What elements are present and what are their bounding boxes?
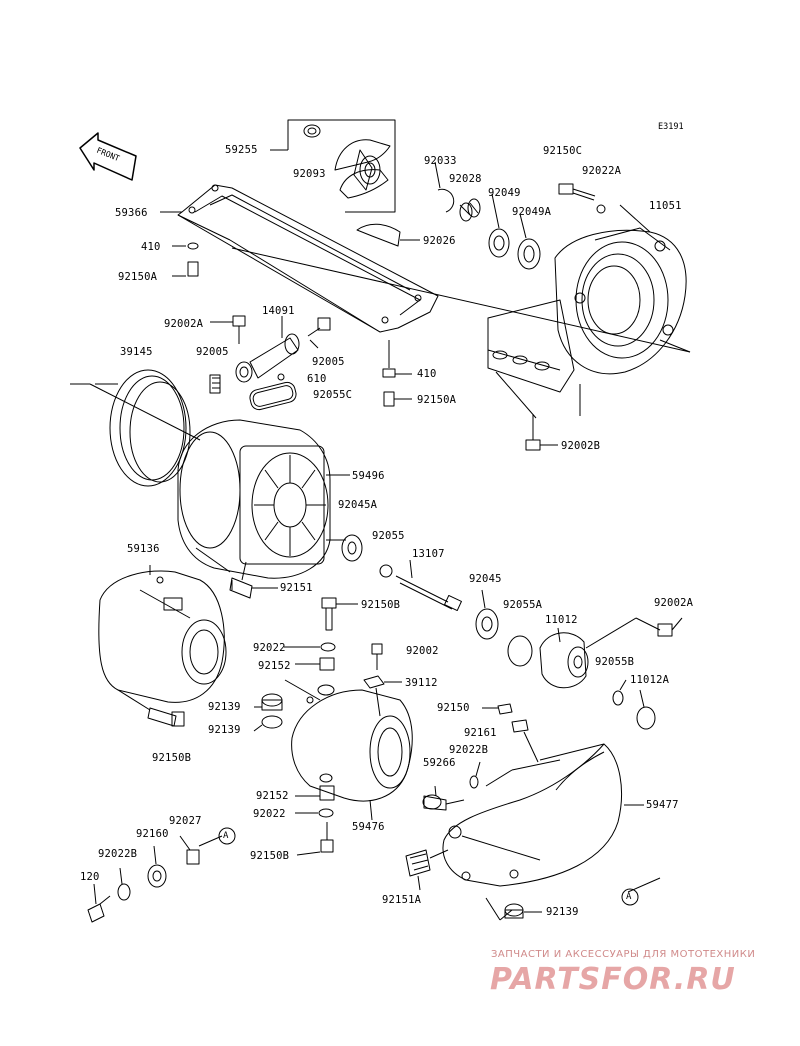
part-label: 92055B (595, 656, 635, 668)
part-label: 410 (417, 368, 437, 380)
part-label: 92026 (423, 235, 456, 247)
part-label: 59477 (646, 799, 679, 811)
nozzle-59136 (98, 565, 227, 711)
reference-marker-left: A (223, 831, 229, 841)
part-label: 59476 (352, 821, 385, 833)
part-label: 92049A (512, 206, 552, 218)
part-label: 92027 (169, 815, 202, 827)
part-label: 39112 (405, 677, 438, 689)
pump-housing-11051 (487, 204, 691, 419)
part-label: 92022A (582, 165, 622, 177)
part-label: 92139 (208, 724, 241, 736)
part-label: 59136 (127, 543, 160, 555)
steering-nozzle-59476 (284, 679, 413, 821)
pump-case-59496 (89, 383, 363, 590)
watermark-brand: PARTSFOR.RU (490, 962, 736, 997)
part-label: 92005 (312, 356, 345, 368)
part-label: 92150B (250, 850, 290, 862)
part-label: 92093 (293, 168, 326, 180)
bolt-92151 (229, 577, 278, 599)
part-label: 92022B (449, 744, 489, 756)
part-label: 92049 (488, 187, 521, 199)
part-label: 92055A (503, 599, 543, 611)
part-label: 59266 (423, 757, 456, 769)
part-label: 92152 (256, 790, 289, 802)
part-label: 59496 (352, 470, 385, 482)
diagram-code: E3191 (658, 122, 684, 132)
part-label: 92002A (164, 318, 204, 330)
part-label: 92022 (253, 642, 286, 654)
part-label: 92150B (361, 599, 401, 611)
part-label: 92028 (449, 173, 482, 185)
part-label: 14091 (262, 305, 295, 317)
part-label: 92150A (417, 394, 457, 406)
watermark-subtitle: ЗАПЧАСТИ И АКСЕССУАРЫ ДЛЯ МОТОТЕХНИКИ (491, 949, 756, 960)
lower-column (295, 773, 335, 856)
part-label: 92002B (561, 440, 601, 452)
bushing-92139-bottom (504, 903, 542, 919)
part-label: 59366 (115, 207, 148, 219)
ride-plate (160, 184, 691, 353)
part-label: 92151A (382, 894, 422, 906)
part-label: 92151 (280, 582, 313, 594)
part-label: 120 (80, 871, 100, 883)
bolt-92150c (558, 183, 606, 214)
part-label: 13107 (412, 548, 445, 560)
part-label: 92045 (469, 573, 502, 585)
part-label: 610 (307, 373, 327, 385)
bottom-left-parts (87, 835, 223, 923)
bracket-14091 (209, 316, 331, 411)
bushings-92139 (253, 693, 283, 732)
part-label: 92139 (546, 906, 579, 918)
part-label: 92022 (253, 808, 286, 820)
part-label: 92150B (152, 752, 192, 764)
part-label: 92055C (313, 389, 353, 401)
part-label: 11012A (630, 674, 670, 686)
part-label: 92152 (258, 660, 291, 672)
part-label: 59255 (225, 144, 258, 156)
right-nuts (382, 340, 412, 407)
clip-59266 (422, 703, 539, 811)
part-label: 92005 (196, 346, 229, 358)
bolt-92002a-top (210, 315, 246, 344)
part-label: 92045A (338, 499, 378, 511)
part-label: 92022B (98, 848, 138, 860)
part-label: 410 (141, 241, 161, 253)
impeller-group (270, 119, 396, 213)
shaft-parts (356, 161, 541, 270)
part-label: 92002A (654, 597, 694, 609)
front-arrow-icon (79, 132, 137, 181)
part-label: 92150C (543, 145, 583, 157)
bearing-92045 (475, 589, 499, 640)
part-label: 92150A (118, 271, 158, 283)
part-label: 11012 (545, 614, 578, 626)
left-bolts (172, 242, 199, 277)
bolt-92002b (525, 414, 558, 451)
part-label: 92002 (406, 645, 439, 657)
part-label: 92150 (437, 702, 470, 714)
part-label: 92055 (372, 530, 405, 542)
reference-circles (218, 827, 639, 906)
deflector-59477 (442, 743, 661, 921)
part-label: 92139 (208, 701, 241, 713)
bolt-92151a (405, 849, 449, 891)
seal-ring-39145 (70, 369, 191, 487)
part-label: 11051 (649, 200, 682, 212)
part-label: 92161 (464, 727, 497, 739)
bolt-92150b-left (147, 707, 185, 727)
part-label: 92160 (136, 828, 169, 840)
part-label: 92033 (424, 155, 457, 167)
reference-marker-right: A (626, 892, 632, 902)
shaft-13107 (379, 559, 462, 611)
part-label: 39145 (120, 346, 153, 358)
center-column (284, 597, 402, 717)
cap-11012 (507, 617, 683, 730)
